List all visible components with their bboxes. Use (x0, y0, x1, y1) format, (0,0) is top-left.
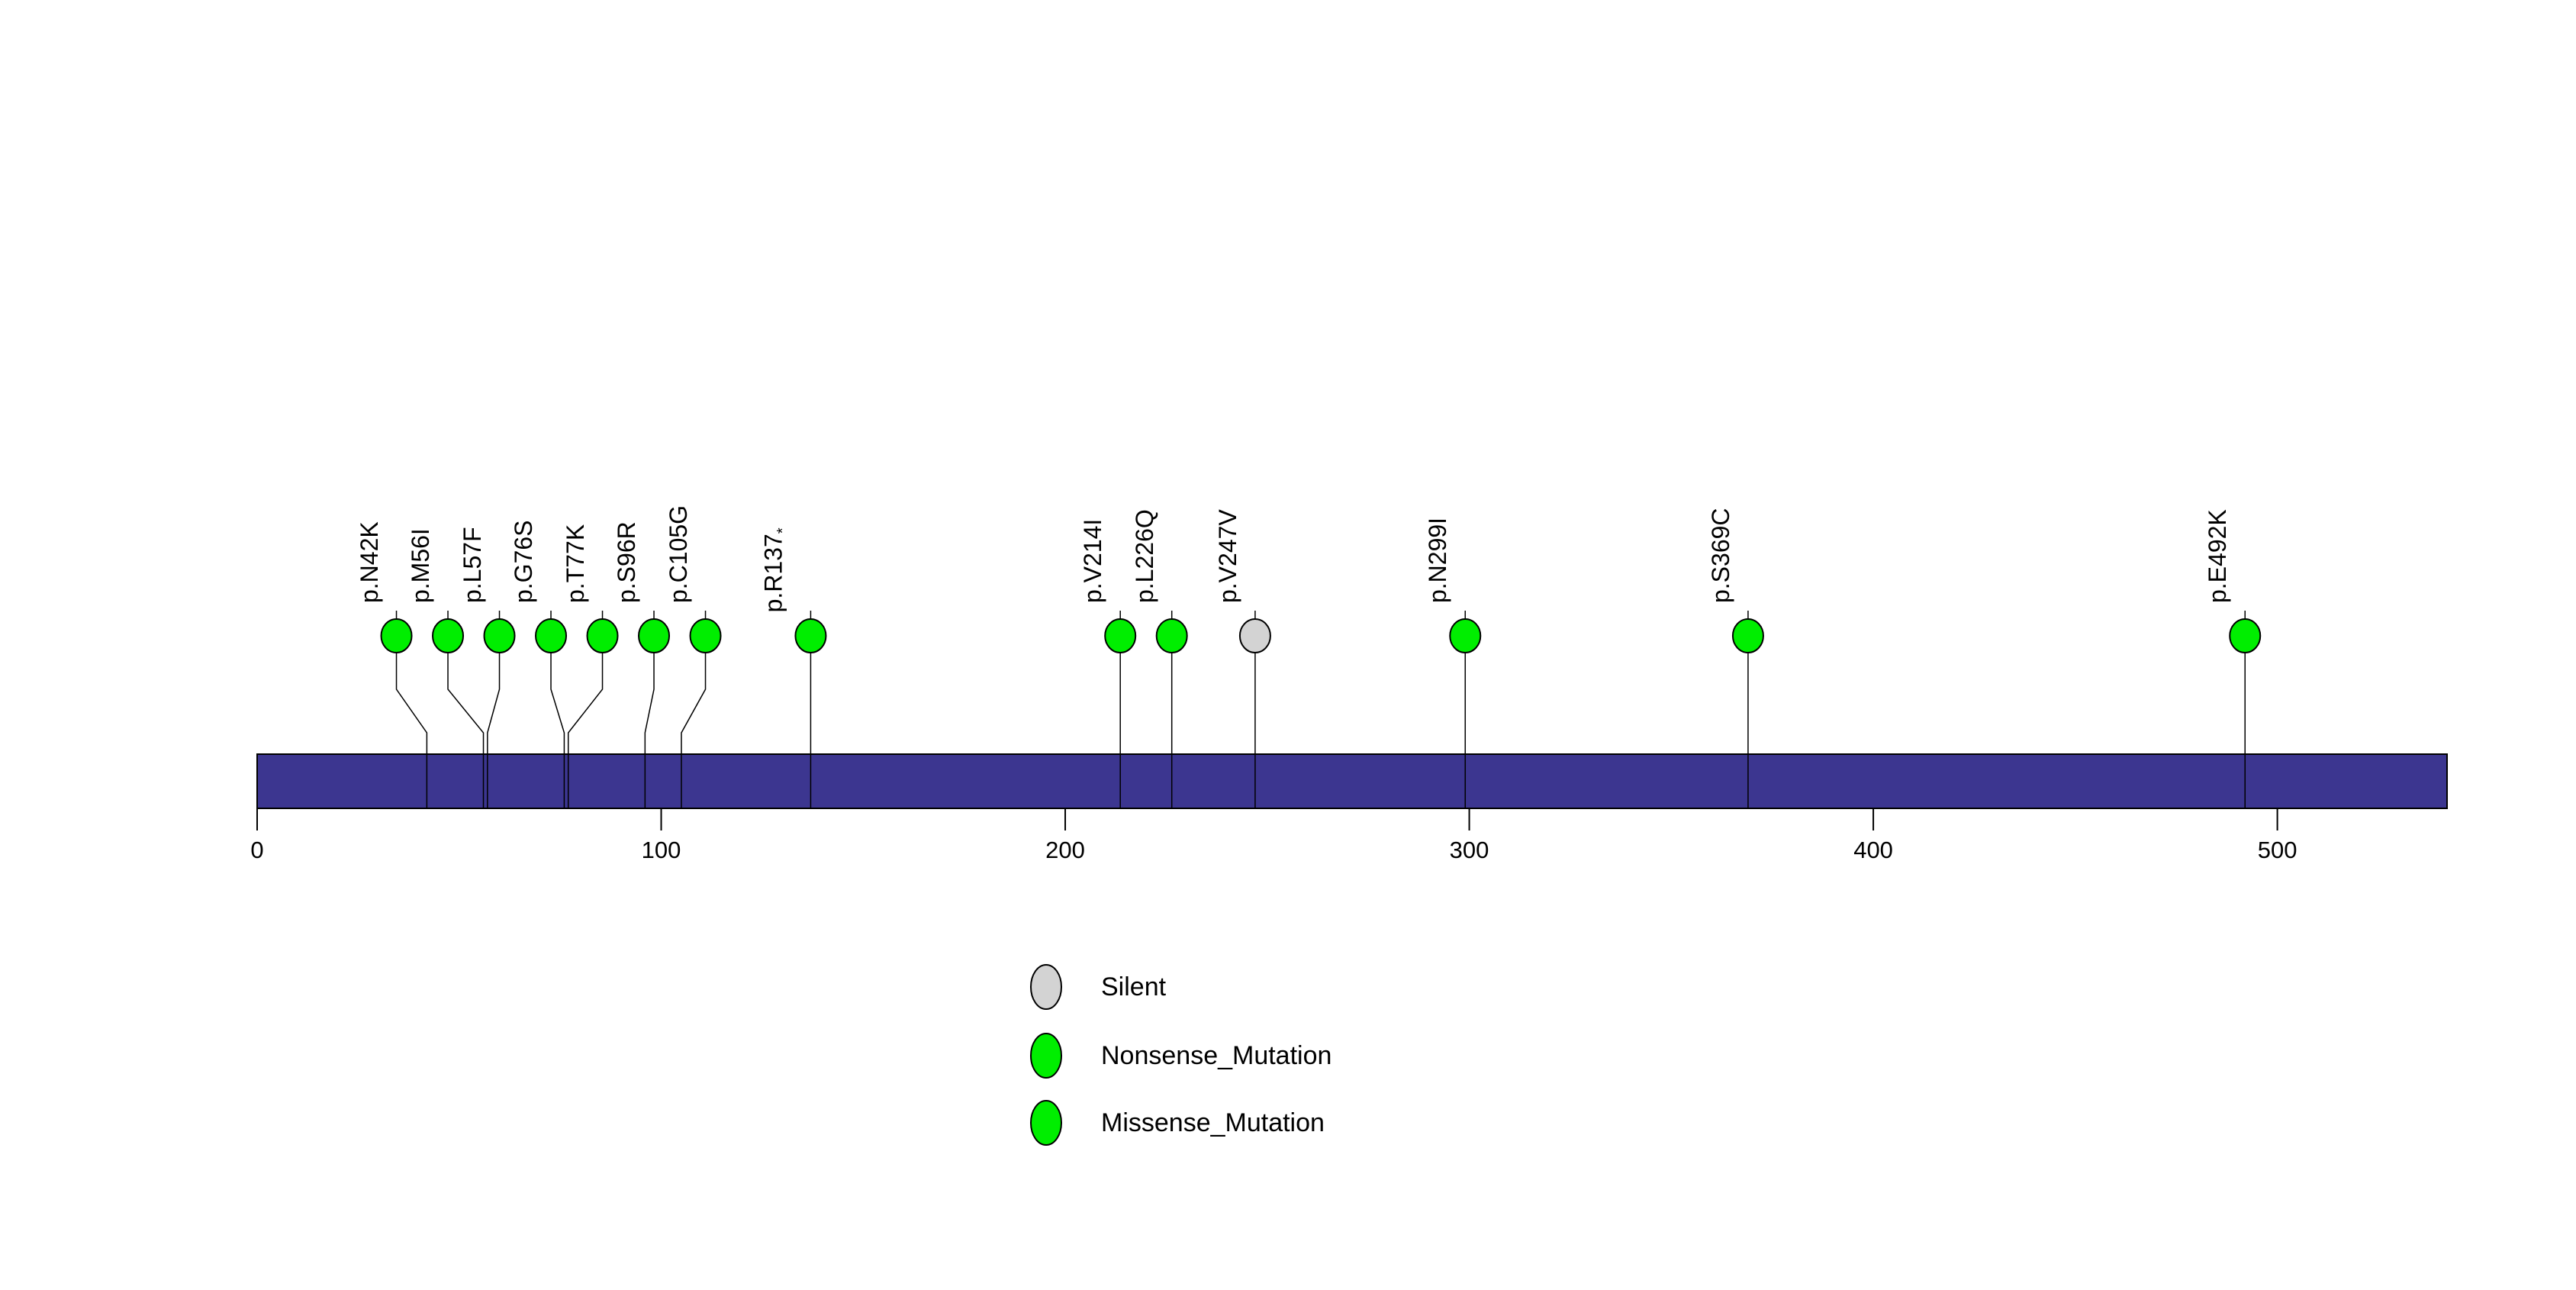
mutation-label-text: p.L226Q (1130, 509, 1158, 603)
mutation-circle (2229, 618, 2262, 653)
mutation-label-text: p.M56I (407, 528, 435, 603)
mutation-label: p.C105G (665, 505, 692, 603)
legend-item: Missense_Mutation (1029, 1099, 1325, 1146)
legend-label: Nonsense_Mutation (1101, 1040, 1332, 1070)
mutation-circle (380, 618, 413, 653)
lollipop-stem (550, 652, 565, 808)
axis-tick-label: 100 (641, 837, 681, 863)
mutation-label: p.V247V (1214, 509, 1241, 603)
mutation-circle (1449, 618, 1482, 653)
mutation-circle (638, 618, 671, 653)
mutation-label-text: p.N42K (355, 521, 383, 603)
mutation-label: p.R137* (760, 527, 797, 612)
mutation-label-text: p.N299I (1424, 517, 1452, 603)
mutation-label: p.E492K (2204, 509, 2231, 603)
mutation-circle (1731, 618, 1764, 653)
mutation-label: p.N299I (1424, 518, 1451, 603)
lollipop-stem (644, 652, 655, 808)
legend-item: Nonsense_Mutation (1029, 1032, 1331, 1079)
lollipop-stem (447, 652, 485, 808)
mutation-label-text: p.S369C (1706, 508, 1734, 603)
axis-tick-label: 0 (250, 837, 264, 863)
legend-swatch-icon (1030, 1033, 1062, 1079)
mutation-circle (689, 618, 722, 653)
legend-swatch-icon (1030, 964, 1062, 1010)
mutation-label: p.N42K (356, 521, 383, 603)
mutation-circle (483, 618, 516, 653)
mutation-circle (535, 618, 568, 653)
mutation-label: p.T77K (562, 524, 589, 603)
mutation-label: p.V214I (1079, 519, 1106, 603)
mutation-label: p.S369C (1707, 508, 1734, 603)
legend-circle (1030, 1100, 1062, 1146)
lollipop-stem (487, 652, 501, 808)
mutation-label-text: p.V214I (1079, 518, 1107, 603)
mutation-circle (1104, 618, 1137, 653)
axis-tick-label: 500 (2257, 837, 2297, 863)
mutation-label-text: p.T77K (561, 524, 589, 603)
mutation-label: p.M56I (407, 528, 434, 603)
legend-item: Silent (1029, 963, 1166, 1011)
mutation-label-text: p.E492K (2204, 509, 2232, 603)
mutation-label-text: p.C105G (664, 505, 692, 603)
mutation-label-suffix: * (774, 527, 792, 534)
lollipop-stem (395, 652, 428, 808)
mutation-label-text: p.S96R (613, 521, 641, 603)
axis-tick-label: 200 (1045, 837, 1085, 863)
mutation-label: p.S96R (613, 521, 640, 603)
mutation-label-text: p.R137 (760, 534, 788, 613)
mutation-label-text: p.G76S (510, 520, 538, 603)
mutation-circle (586, 618, 619, 653)
legend-circle (1030, 964, 1062, 1010)
mutation-label-text: p.V247V (1213, 509, 1241, 603)
legend-label: Silent (1101, 972, 1167, 1001)
legend-circle (1030, 1033, 1062, 1079)
axis-tick-label: 400 (1853, 837, 1893, 863)
mutation-circle (1238, 618, 1271, 653)
legend-swatch-icon (1030, 1100, 1062, 1146)
legend-label: Missense_Mutation (1101, 1108, 1325, 1137)
lollipop-stem (567, 652, 604, 808)
protein-bar (256, 753, 2448, 809)
mutation-label: p.L226Q (1131, 509, 1158, 603)
lollipop-stem (681, 652, 707, 808)
mutation-label-text: p.L57F (458, 527, 486, 603)
mutation-circle (432, 618, 465, 653)
mutation-label: p.G76S (510, 520, 537, 603)
mutation-label: p.L57F (459, 527, 486, 603)
mutation-circle (1155, 618, 1188, 653)
axis-tick-label: 300 (1449, 837, 1489, 863)
mutation-circle (794, 618, 827, 653)
